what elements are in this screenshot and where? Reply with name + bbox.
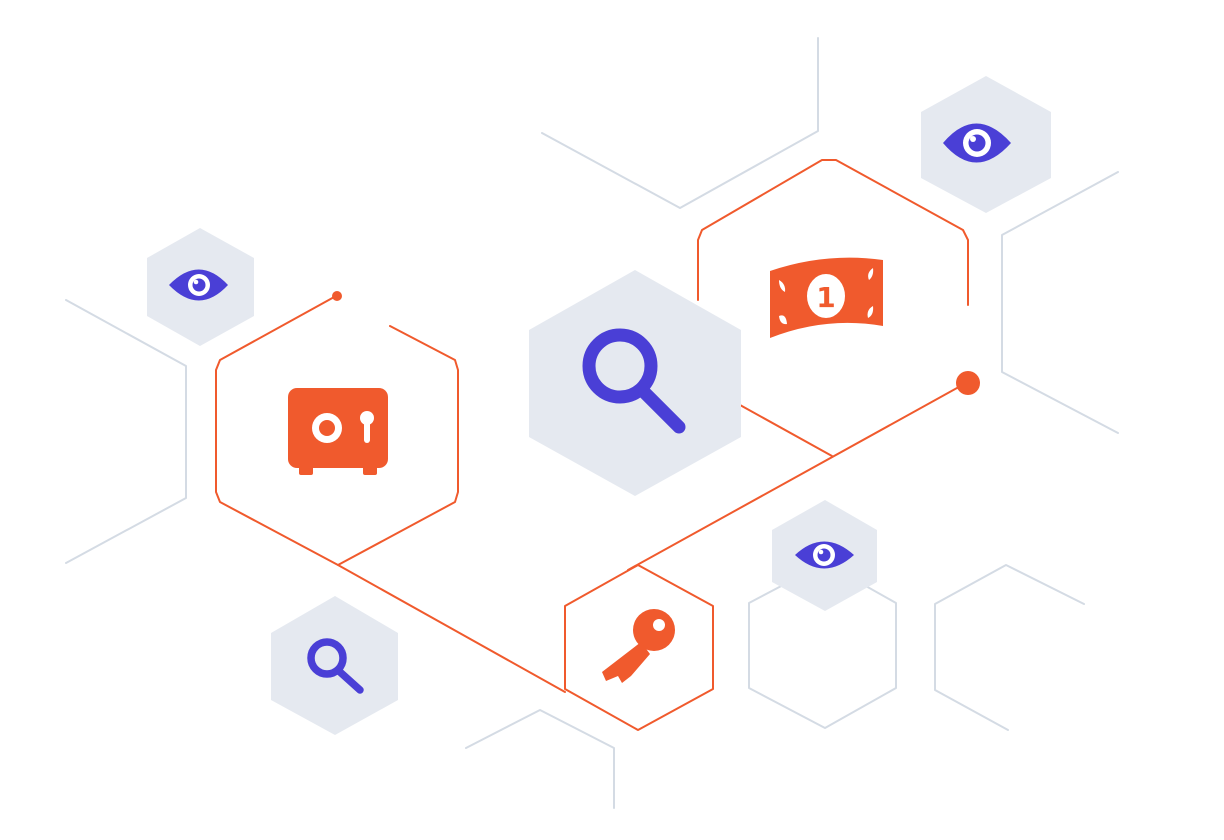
orange-hex-key <box>564 564 714 731</box>
hex-tile-search-large <box>529 270 741 496</box>
orange-link-key-to-node <box>627 382 967 571</box>
eye-icon <box>795 541 854 569</box>
orange-hex-banknote-top <box>697 159 969 306</box>
search-icon <box>307 638 364 694</box>
hexagon-tiles <box>147 76 1051 735</box>
gray-line-right <box>1001 171 1119 434</box>
connection-dot-large <box>956 371 980 395</box>
banknote-denomination: 1 <box>816 281 835 314</box>
gray-network-lines <box>65 37 1119 809</box>
eye-icon <box>943 123 1011 163</box>
safe-icon <box>288 388 388 475</box>
key-icon <box>602 609 675 683</box>
search-icon <box>582 328 686 434</box>
gray-hex-outline-1 <box>748 562 897 729</box>
orange-hex-banknote <box>739 404 833 457</box>
orange-link-left-to-key <box>337 564 566 693</box>
connection-dot-small <box>332 291 342 301</box>
gray-line-bottom <box>465 709 615 809</box>
orange-network-lines <box>215 159 969 731</box>
gray-line-top <box>541 37 819 209</box>
hex-tile-search-small <box>271 596 398 735</box>
gray-hex-outline-2 <box>934 564 1085 731</box>
gray-line-left <box>65 299 187 564</box>
eye-icon <box>169 269 228 301</box>
banknote-icon: 1 <box>770 257 883 338</box>
